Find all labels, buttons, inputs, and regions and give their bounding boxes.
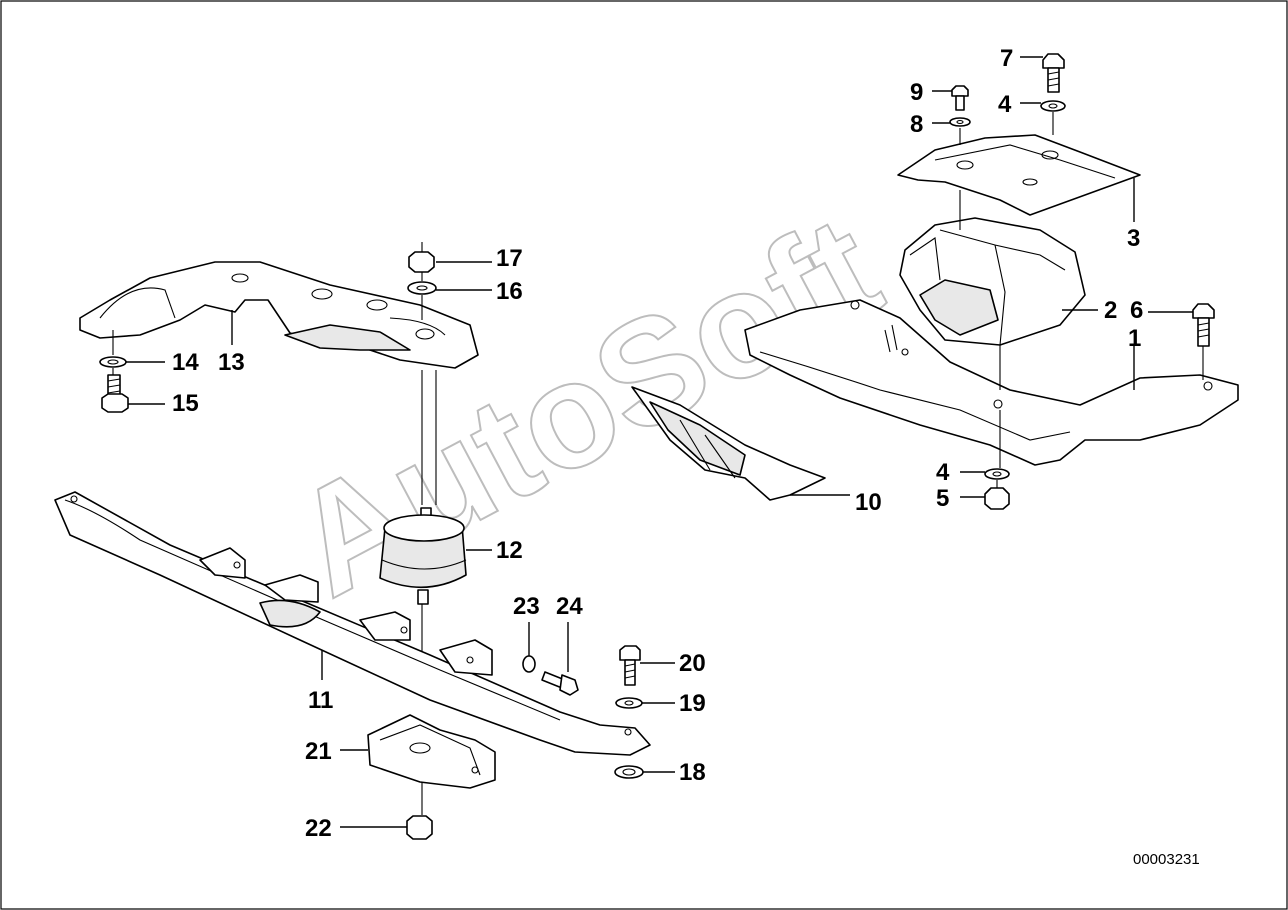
- callout-24: 24: [556, 593, 583, 620]
- part-4-washer-bottom: [984, 468, 1010, 480]
- part-19-washer: [615, 697, 643, 709]
- callout-12: 12: [496, 537, 523, 564]
- part-12-rubber-mount: [379, 507, 467, 605]
- drawing-number: 00003231: [1133, 851, 1200, 868]
- callout-4-bottom: 4: [936, 459, 950, 486]
- part-14-washer: [99, 356, 127, 368]
- part-6-bolt: [1192, 303, 1215, 347]
- callout-18: 18: [679, 759, 706, 786]
- callout-23: 23: [513, 593, 540, 620]
- callout-17: 17: [496, 245, 523, 272]
- part-22-nut: [406, 815, 433, 840]
- part-16-washer: [407, 281, 437, 295]
- part-13-bracket: [79, 261, 479, 369]
- callout-6: 6: [1130, 297, 1143, 324]
- part-2-mount-block: [899, 217, 1086, 346]
- callout-19: 19: [679, 690, 706, 717]
- callout-5: 5: [936, 485, 949, 512]
- part-1-transmission-support: [744, 299, 1239, 466]
- callout-9: 9: [910, 79, 923, 106]
- callout-16: 16: [496, 278, 523, 305]
- callout-7: 7: [1000, 45, 1013, 72]
- callout-8: 8: [910, 111, 923, 138]
- callout-15: 15: [172, 390, 199, 417]
- callout-20: 20: [679, 650, 706, 677]
- part-3-upper-plate: [897, 134, 1141, 216]
- callout-10: 10: [855, 489, 882, 516]
- part-23-washer: [522, 655, 536, 673]
- part-17-nut: [408, 251, 435, 273]
- part-7-bolt: [1042, 53, 1065, 93]
- callout-2: 2: [1104, 297, 1117, 324]
- part-5-nut: [984, 487, 1010, 510]
- callout-21: 21: [305, 738, 332, 765]
- watermark-text: AutoSoft: [266, 183, 904, 629]
- part-20-bolt: [619, 645, 641, 686]
- callout-22: 22: [305, 815, 332, 842]
- part-8-washer: [949, 117, 971, 127]
- callout-14: 14: [172, 349, 199, 376]
- callout-3: 3: [1127, 225, 1140, 252]
- part-15-bolt: [101, 374, 129, 413]
- part-9-bolt: [951, 85, 969, 111]
- part-10-heat-shield: [631, 386, 826, 501]
- part-4-washer-top: [1040, 100, 1066, 112]
- callout-1: 1: [1128, 325, 1141, 352]
- part-24-bolt: [541, 671, 579, 696]
- part-21-bracket: [367, 714, 496, 789]
- part-11-crossmember: [54, 491, 651, 756]
- callout-4-top: 4: [998, 91, 1012, 118]
- leader-lines: [126, 56, 1193, 828]
- callout-11: 11: [308, 687, 333, 714]
- part-18-nut: [614, 765, 644, 779]
- callout-13: 13: [218, 349, 245, 376]
